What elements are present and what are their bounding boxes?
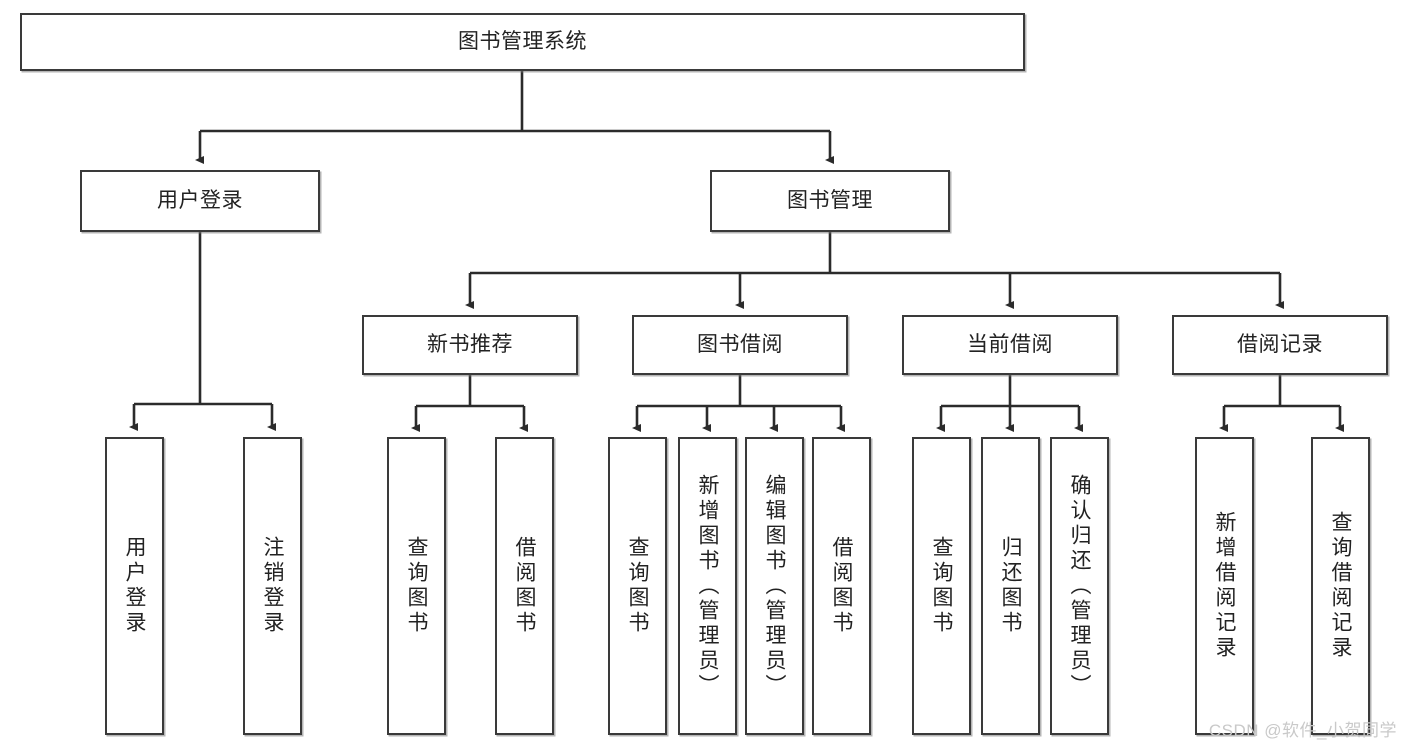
node-leaf-query-book-b-label: 查询图书 [626, 536, 649, 636]
node-leaf-confirm-return-label: 确认归还（管理员） [1068, 473, 1091, 699]
node-book-manage[interactable]: 图书管理 [710, 170, 950, 232]
node-borrow-record-label: 借阅记录 [1237, 332, 1323, 356]
node-leaf-user-login[interactable]: 用户登录 [105, 437, 164, 735]
node-leaf-borrow-book-a[interactable]: 借阅图书 [495, 437, 554, 735]
node-user-login-label: 用户登录 [157, 188, 243, 212]
node-leaf-return-book[interactable]: 归还图书 [981, 437, 1040, 735]
node-current-borrow-label: 当前借阅 [967, 332, 1053, 356]
node-root[interactable]: 图书管理系统 [20, 13, 1025, 71]
node-leaf-query-book-a[interactable]: 查询图书 [387, 437, 446, 735]
node-leaf-edit-book-label: 编辑图书（管理员） [763, 473, 786, 699]
node-leaf-confirm-return[interactable]: 确认归还（管理员） [1050, 437, 1109, 735]
node-book-borrow[interactable]: 图书借阅 [632, 315, 848, 375]
node-leaf-query-record-label: 查询借阅记录 [1329, 511, 1352, 661]
node-book-manage-label: 图书管理 [787, 188, 873, 212]
node-leaf-add-record-label: 新增借阅记录 [1213, 511, 1236, 661]
node-leaf-user-login-label: 用户登录 [123, 536, 146, 636]
node-leaf-borrow-book-a-label: 借阅图书 [513, 536, 536, 636]
node-leaf-add-book-label: 新增图书（管理员） [696, 473, 719, 699]
node-leaf-borrow-book-b-label: 借阅图书 [830, 536, 853, 636]
node-root-label: 图书管理系统 [458, 29, 587, 53]
node-leaf-add-record[interactable]: 新增借阅记录 [1195, 437, 1254, 735]
node-leaf-query-book-c-label: 查询图书 [930, 536, 953, 636]
node-book-borrow-label: 图书借阅 [697, 332, 783, 356]
node-leaf-query-book-a-label: 查询图书 [405, 536, 428, 636]
node-borrow-record[interactable]: 借阅记录 [1172, 315, 1388, 375]
node-new-book-recommend-label: 新书推荐 [427, 332, 513, 356]
node-leaf-edit-book[interactable]: 编辑图书（管理员） [745, 437, 804, 735]
node-leaf-return-book-label: 归还图书 [999, 536, 1022, 636]
node-leaf-borrow-book-b[interactable]: 借阅图书 [812, 437, 871, 735]
node-new-book-recommend[interactable]: 新书推荐 [362, 315, 578, 375]
csdn-watermark: CSDN @软件_小贺同学 [1208, 721, 1397, 740]
node-leaf-query-record[interactable]: 查询借阅记录 [1311, 437, 1370, 735]
node-leaf-add-book[interactable]: 新增图书（管理员） [678, 437, 737, 735]
node-leaf-query-book-c[interactable]: 查询图书 [912, 437, 971, 735]
node-current-borrow[interactable]: 当前借阅 [902, 315, 1118, 375]
node-leaf-logout[interactable]: 注销登录 [243, 437, 302, 735]
node-leaf-logout-label: 注销登录 [261, 536, 284, 636]
node-leaf-query-book-b[interactable]: 查询图书 [608, 437, 667, 735]
node-user-login[interactable]: 用户登录 [80, 170, 320, 232]
